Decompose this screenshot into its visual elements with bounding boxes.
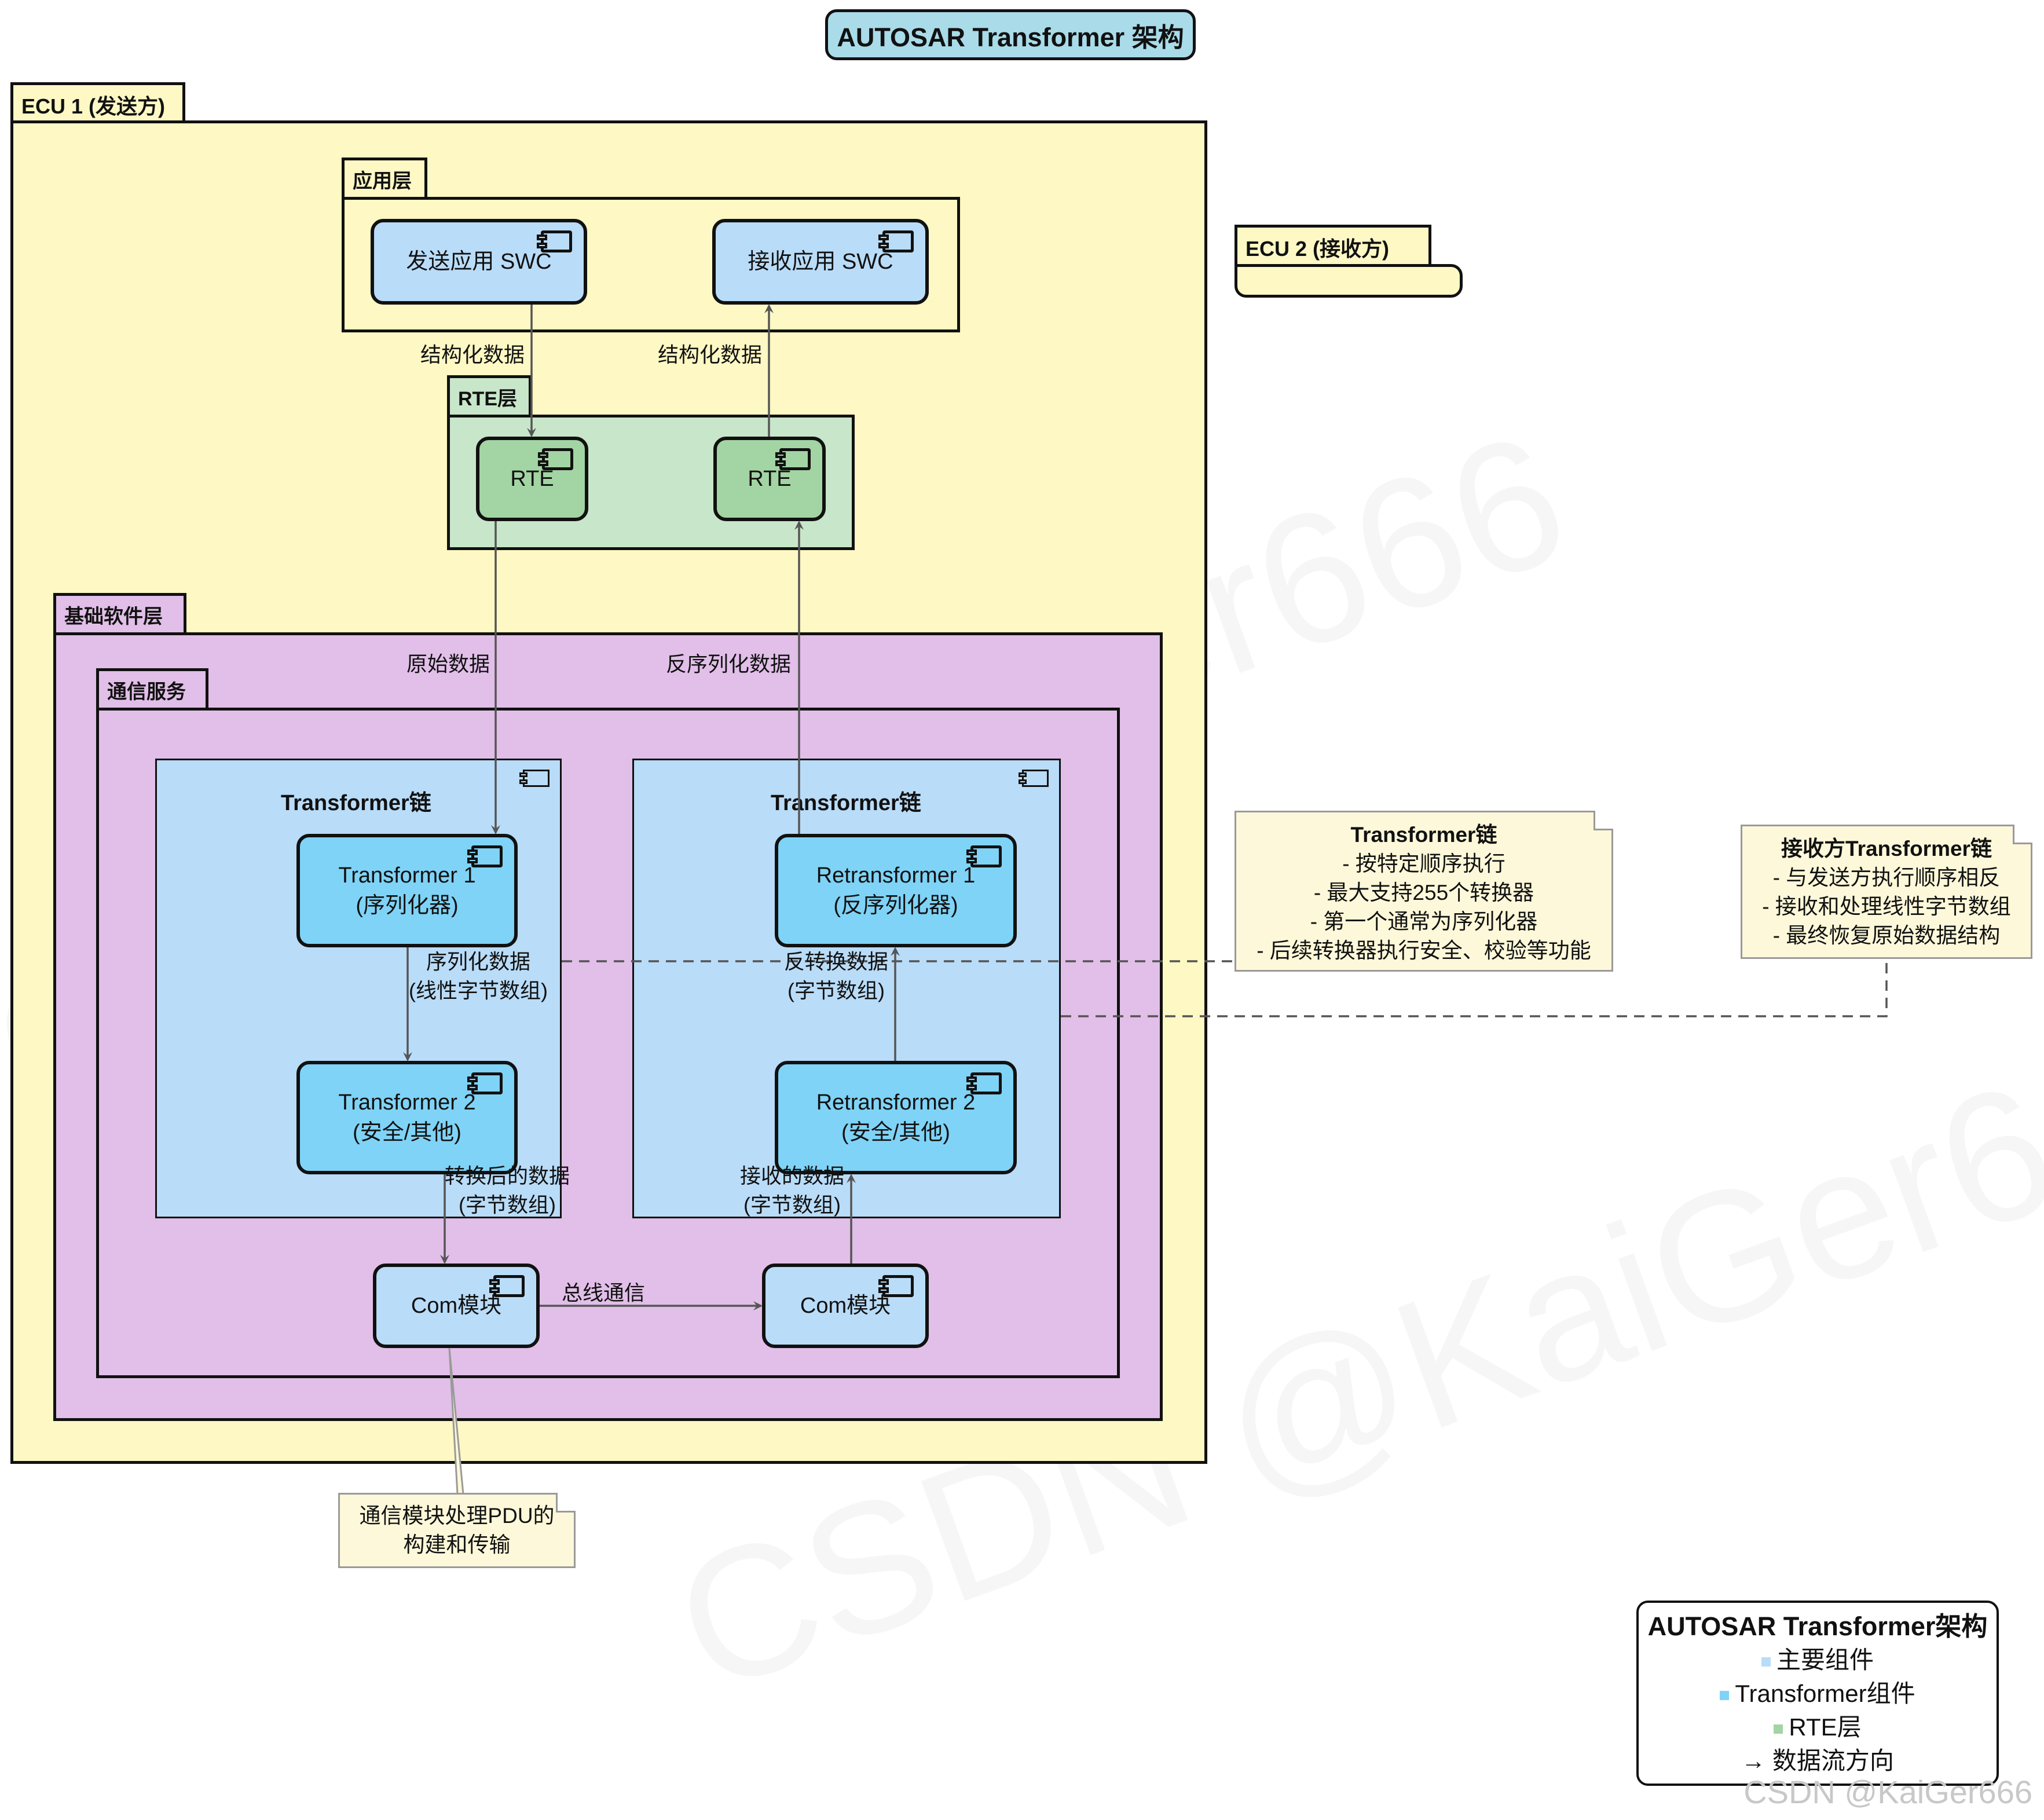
component-icon [966,845,1002,867]
retransformer-2-role: (安全/其他) [841,1120,950,1145]
com-module-right[interactable]: Com模块 [762,1264,929,1348]
edge-label-received-line1: 接收的数据 [740,1164,845,1188]
edge-label-structured-right: 结构化数据 [658,343,763,367]
legend-item: Transformer组件 [1639,1677,1997,1711]
edge-label-raw-data: 原始数据 [406,652,490,676]
send-swc-label: 发送应用 SWC [406,250,552,274]
ecu1-tab: ECU 1 (发送方) [10,82,185,123]
note-receiver-chain: 接收方Transformer链 - 与发送方执行顺序相反 - 接收和处理线性字节… [1741,825,2032,959]
comm-services-tab: 通信服务 [96,668,208,709]
component-icon [519,770,550,787]
legend-swatch-transformer [1720,1690,1730,1700]
note-chain-line: - 后续转换器执行安全、校验等功能 [1257,939,1591,962]
transformer-2[interactable]: Transformer 2 (安全/其他) [296,1061,518,1174]
retransformer-2-name: Retransformer 2 [816,1090,976,1115]
com-right-label: Com模块 [800,1294,891,1318]
note-chain-title: Transformer链 [1350,823,1497,847]
legend-item-label: Transformer组件 [1735,1680,1915,1707]
note-com-module: 通信模块处理PDU的 构建和传输 [338,1493,576,1568]
note-transformer-chain: Transformer链 - 按特定顺序执行 - 最大支持255个转换器 - 第… [1235,811,1613,972]
ecu2-tab: ECU 2 (接收方) [1235,225,1431,266]
legend-item: 主要组件 [1639,1643,1997,1677]
component-icon [538,448,573,470]
edge-label-serialized-line1: 序列化数据 [426,950,530,973]
edge-label-reverse: 反转换数据 (字节数组) [784,947,888,1005]
transformer-2-role: (安全/其他) [353,1120,461,1145]
component-icon [1019,770,1049,787]
note-receiver-line: - 接收和处理线性字节数组 [1762,895,2011,918]
chain-left-title: Transformer链 [281,791,431,815]
note-com-line: 构建和传输 [403,1533,511,1557]
legend-swatch-main [1761,1657,1771,1667]
component-icon [878,1275,914,1297]
note-com-line: 通信模块处理PDU的 [359,1504,555,1528]
rte-left[interactable]: RTE [476,437,588,521]
retransformer-2[interactable]: Retransformer 2 (安全/其他) [775,1061,1017,1174]
legend-item-label: 主要组件 [1776,1646,1874,1673]
edge-label-deserialized: 反序列化数据 [666,652,792,676]
recv-swc[interactable]: 接收应用 SWC [712,219,929,305]
component-icon [775,448,811,470]
edge-label-transformed-line2: (字节数组) [459,1193,556,1217]
note-chain-line: - 最大支持255个转换器 [1313,881,1534,904]
note-chain-line: - 按特定顺序执行 [1342,852,1505,876]
note-fold-icon [2013,825,2032,844]
transformer-2-name: Transformer 2 [338,1090,476,1115]
send-swc[interactable]: 发送应用 SWC [371,219,587,305]
rte-left-label: RTE [510,467,554,491]
app-layer-tab: 应用层 [342,158,427,198]
edge-label-transformed-line1: 转换后的数据 [445,1164,570,1188]
component-icon [537,230,572,252]
bsw-layer-tab: 基础软件层 [53,593,186,633]
note-chain-line: - 第一个通常为序列化器 [1310,910,1538,933]
ecu2-package [1235,264,1463,298]
retransformer-1-name: Retransformer 1 [816,863,976,888]
edge-label-serialized-line2: (线性字节数组) [409,979,548,1002]
component-icon [966,1072,1002,1094]
edge-label-received: 接收的数据 (字节数组) [740,1162,844,1220]
rte-right-label: RTE [748,467,792,491]
transformer-1-role: (序列化器) [356,893,459,918]
edge-label-reverse-line2: (字节数组) [787,979,885,1002]
note-receiver-line: - 与发送方执行顺序相反 [1772,866,2001,889]
component-icon [467,845,503,867]
legend-title: AUTOSAR Transformer架构 [1647,1612,1988,1641]
retransformer-1-role: (反序列化器) [833,893,958,918]
component-icon [878,230,914,252]
recv-swc-label: 接收应用 SWC [748,250,893,274]
component-icon [489,1275,525,1297]
diagram-title: AUTOSAR Transformer 架构 [825,9,1196,60]
note-receiver-line: - 最终恢复原始数据结构 [1772,924,2001,947]
edge-label-structured-left: 结构化数据 [420,343,525,367]
note-fold-icon [556,1493,576,1513]
legend-item-label: RTE层 [1789,1713,1862,1741]
edge-label-reverse-line1: 反转换数据 [784,950,889,973]
legend-item: RTE层 [1639,1711,1997,1744]
transformer-1[interactable]: Transformer 1 (序列化器) [296,834,518,947]
legend-swatch-rte [1774,1724,1783,1734]
legend: AUTOSAR Transformer架构 主要组件 Transformer组件… [1636,1601,1999,1786]
rte-right[interactable]: RTE [713,437,826,521]
retransformer-1[interactable]: Retransformer 1 (反序列化器) [775,834,1017,947]
component-icon [467,1072,503,1094]
edge-label-serialized: 序列化数据 (线性字节数组) [409,947,548,1005]
watermark-label: CSDN @KaiGer666 [1743,1774,2032,1810]
legend-item-arrow: → 数据流方向 [1741,1747,1894,1774]
chain-right-title: Transformer链 [771,791,921,815]
note-fold-icon [1594,811,1613,830]
edge-label-bus: 总线通信 [562,1281,646,1305]
note-receiver-title: 接收方Transformer链 [1781,837,1992,860]
edge-label-received-line2: (字节数组) [743,1193,841,1217]
edge-label-transformed: 转换后的数据 (字节数组) [445,1162,570,1220]
transformer-1-name: Transformer 1 [338,863,476,888]
com-module-left[interactable]: Com模块 [373,1264,540,1348]
com-left-label: Com模块 [411,1294,502,1318]
rte-layer-tab: RTE层 [447,375,532,416]
